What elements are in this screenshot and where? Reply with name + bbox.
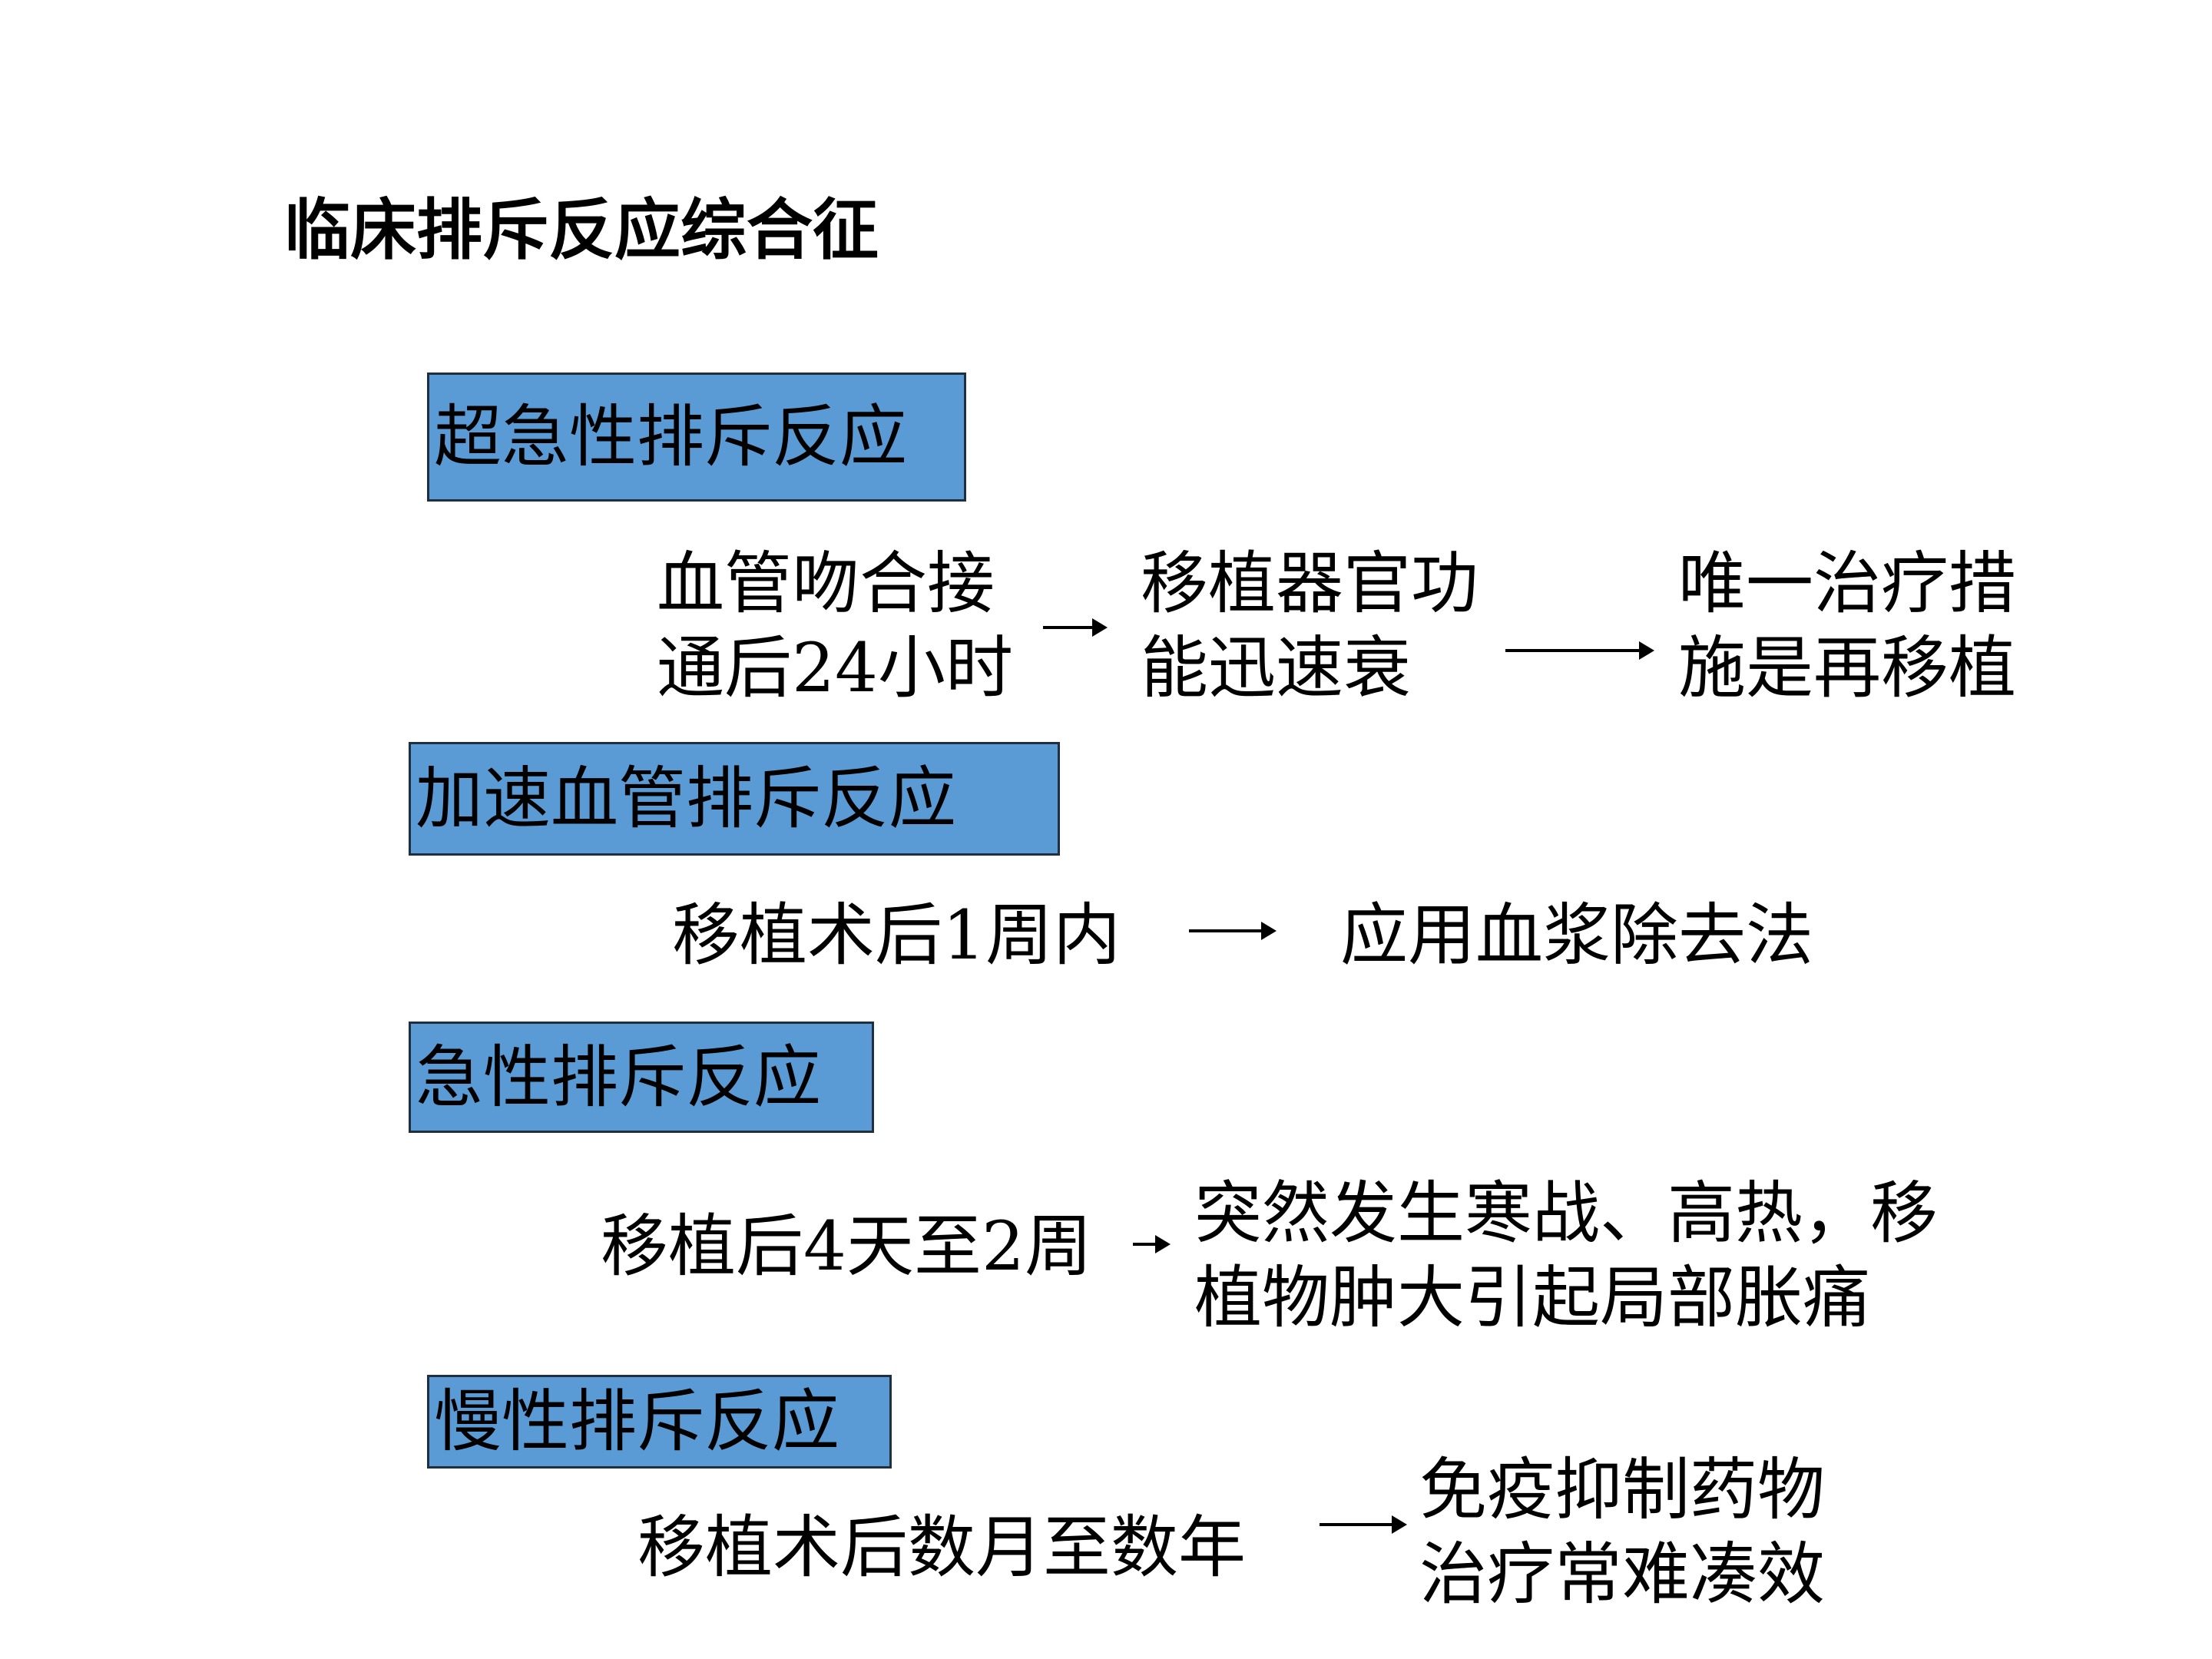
- heading-label: 超急性排斥反应: [434, 397, 908, 476]
- hyperacute-result-line-2: 施是再移植: [1678, 628, 2017, 707]
- hyperacute-result-line-1: 唯一治疗措: [1678, 544, 2017, 623]
- arrow-icon: [1505, 641, 1654, 660]
- heading-label: 急性排斥反应: [416, 1037, 822, 1117]
- hyperacute-middle-line-1: 移植器官功: [1141, 544, 1479, 623]
- chronic-result-line-1: 免疫抑制药物: [1419, 1450, 1826, 1529]
- heading-accelerated-vascular-rejection: 加速血管排斥反应: [409, 742, 1060, 856]
- chronic-cause: 移植术后数月至数年: [637, 1508, 1247, 1587]
- chronic-result-line-2: 治疗常难凑效: [1419, 1535, 1826, 1614]
- acute-result-line-1: 突然发生寒战、高热，移: [1194, 1174, 1939, 1253]
- acute-result-line-2: 植物肿大引起局部胀痛: [1194, 1258, 1871, 1337]
- slide-title: 临床排斥反应综合征: [284, 192, 879, 269]
- hyperacute-middle-line-2: 能迅速衰: [1141, 628, 1412, 707]
- arrow-icon: [1043, 618, 1108, 637]
- heading-hyperacute-rejection: 超急性排斥反应: [427, 373, 966, 502]
- arrow-icon: [1320, 1515, 1407, 1534]
- acute-cause: 移植后4天至2周: [601, 1207, 1092, 1286]
- hyperacute-cause-line-1: 血管吻合接: [657, 544, 995, 623]
- arrow-icon: [1133, 1235, 1171, 1253]
- accelerated-cause: 移植术后1周内: [672, 896, 1121, 975]
- heading-label: 慢性排斥反应: [434, 1382, 840, 1461]
- hyperacute-cause-line-2: 通后24小时: [657, 628, 1013, 707]
- heading-label: 加速血管排斥反应: [416, 759, 957, 838]
- arrow-icon: [1189, 922, 1277, 940]
- accelerated-result: 应用血浆除去法: [1340, 896, 1814, 975]
- heading-acute-rejection: 急性排斥反应: [409, 1022, 874, 1133]
- heading-chronic-rejection: 慢性排斥反应: [427, 1375, 892, 1469]
